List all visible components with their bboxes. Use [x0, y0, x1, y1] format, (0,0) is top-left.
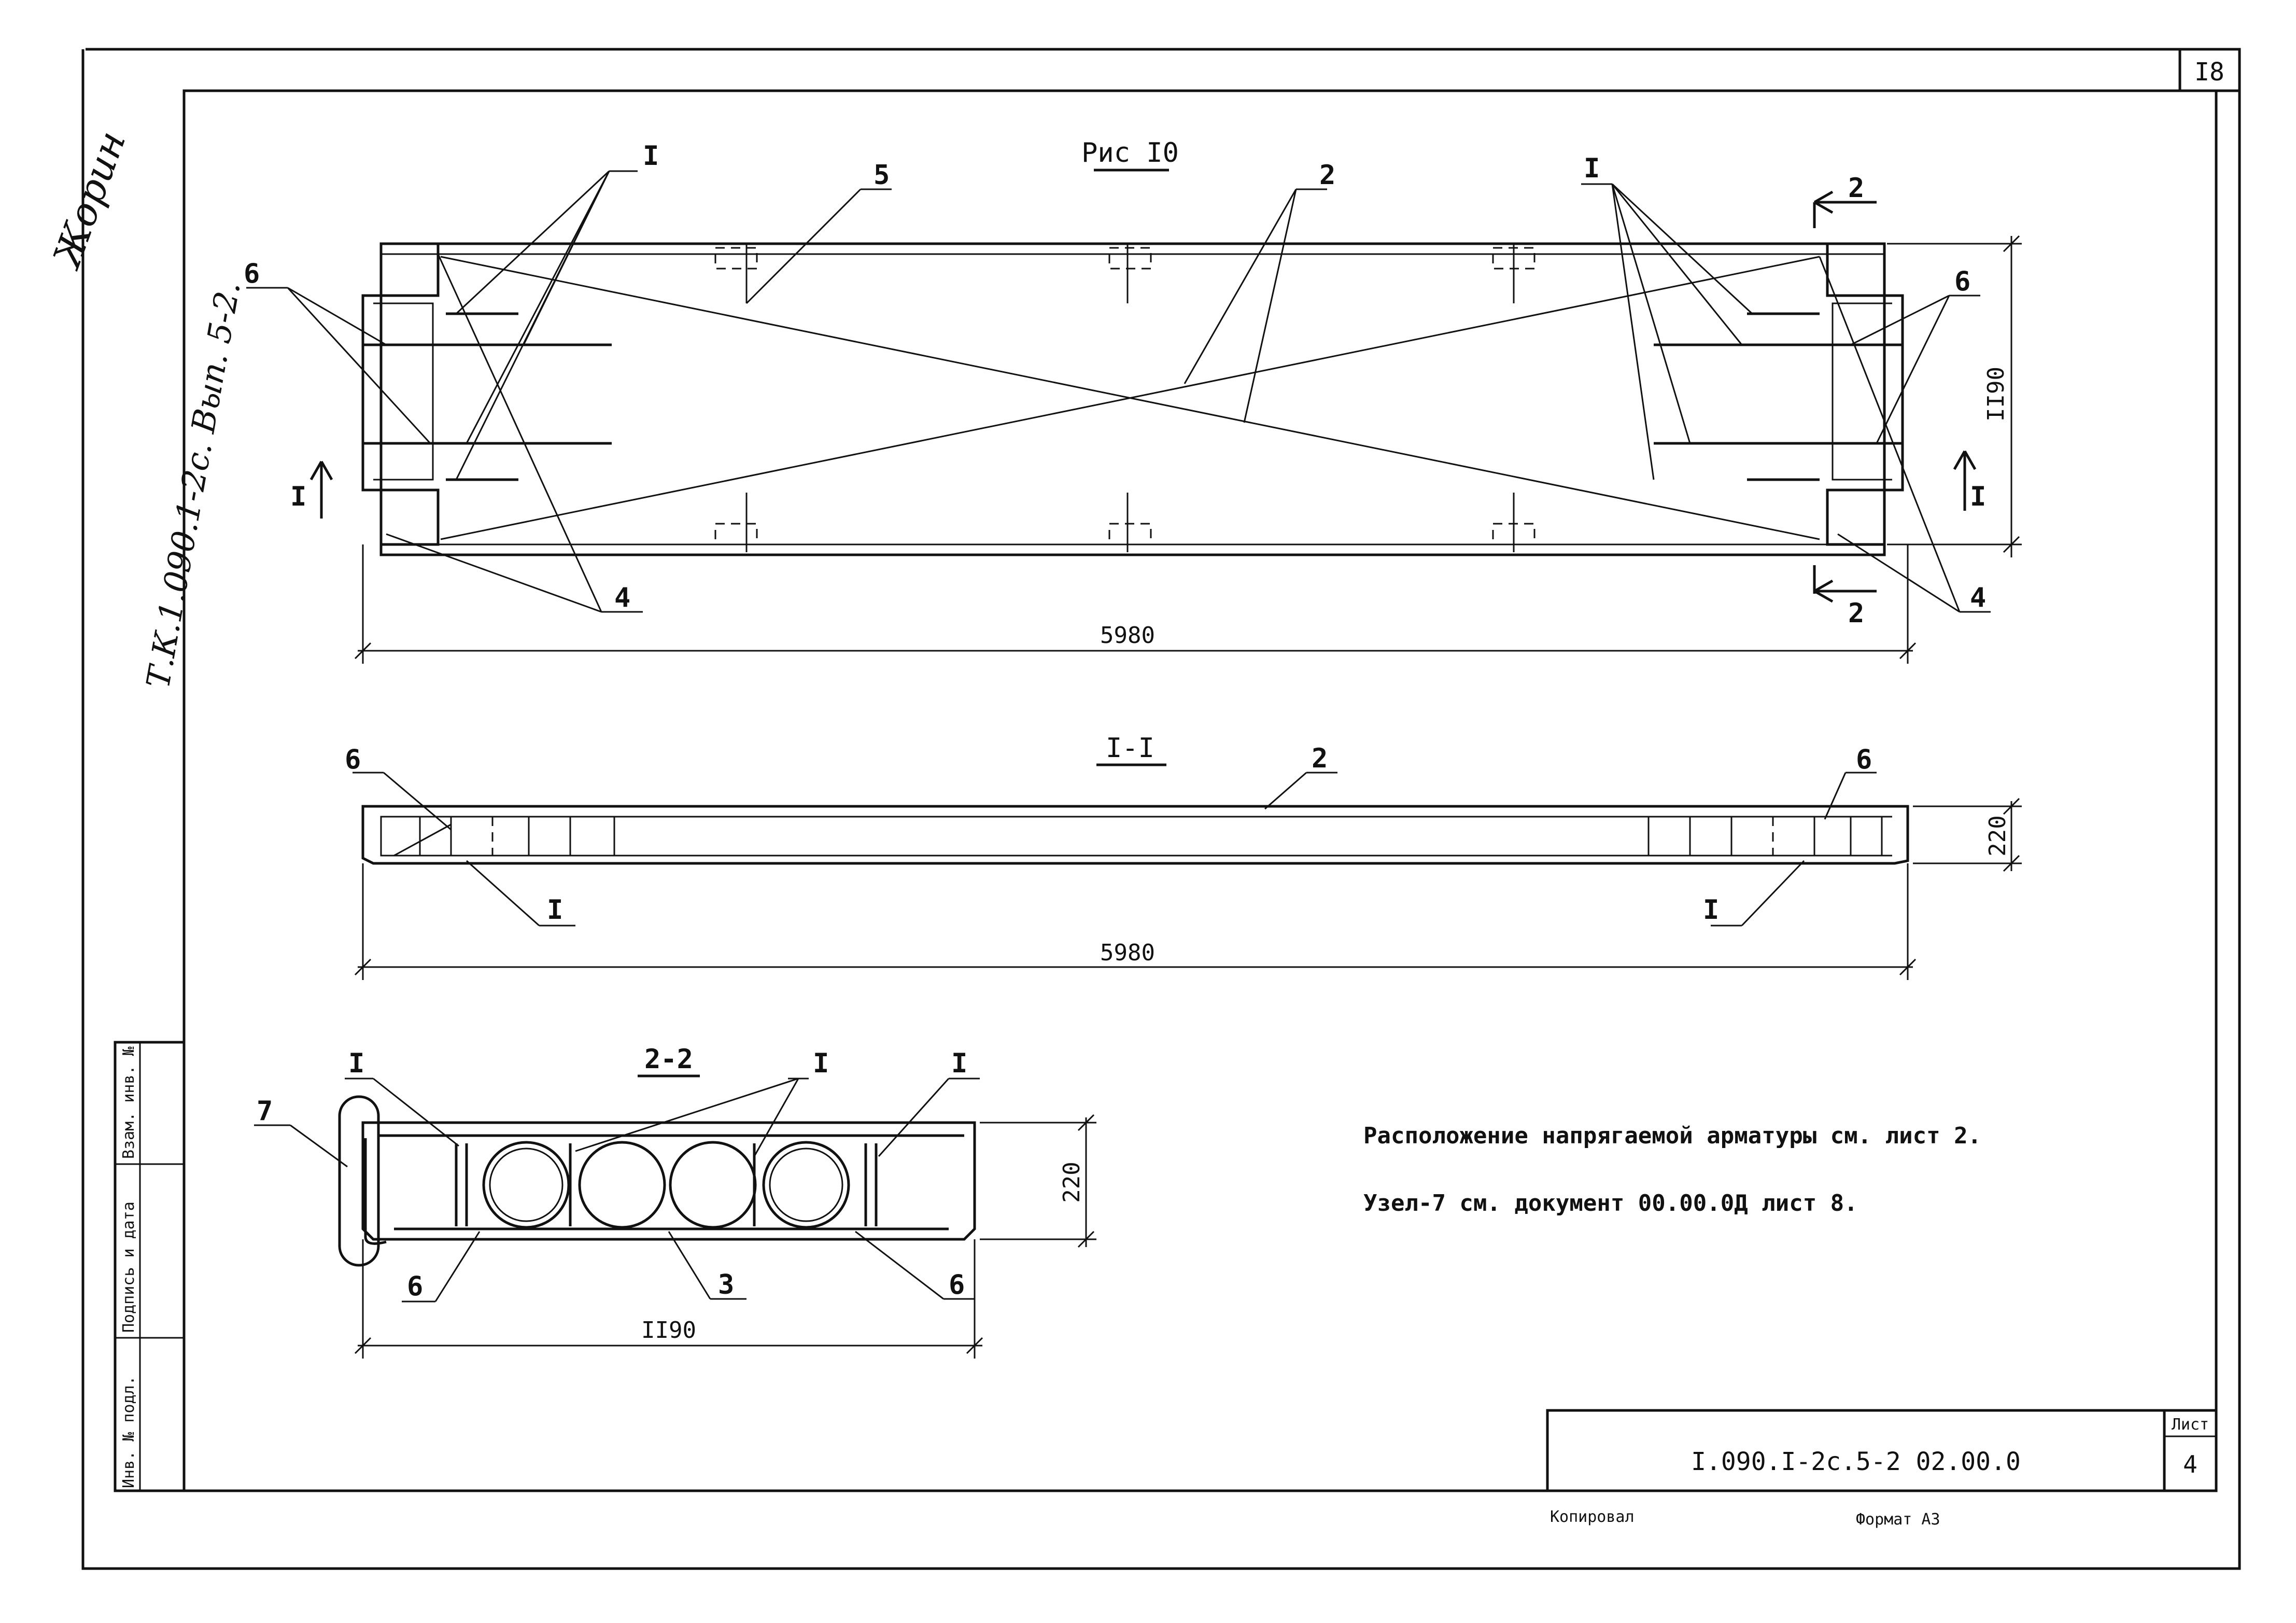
label-mesh-6-right: 6 — [1954, 266, 1970, 297]
label-loop-5: 5 — [874, 160, 890, 191]
sheet-number: 4 — [2183, 1450, 2198, 1478]
section-2-label-3: 3 — [718, 1269, 734, 1300]
label-rebar-I-left: I — [643, 141, 659, 172]
section-2-height-dimension: 220 — [1059, 1162, 1085, 1202]
sheet-label: Лист — [2172, 1416, 2209, 1434]
cut-label-2-bottom: 2 — [1848, 598, 1864, 629]
section-2-2: 2-2 7 I I I 6 3 6 II90 220 — [254, 1044, 1096, 1359]
label-bar-4-left: 4 — [614, 582, 630, 613]
title-block — [1546, 1409, 2218, 1492]
strip-replace-label: Взам. инв. № — [120, 1046, 138, 1159]
section-I-I: I-I 6 2 6 I I 5980 220 — [345, 733, 2022, 980]
plan-length-dimension: 5980 — [1100, 622, 1155, 649]
footer-copied: Копировал — [1550, 1508, 1635, 1526]
section-I-label-6-right: 6 — [1856, 744, 1872, 775]
section-2-title: 2-2 — [644, 1044, 693, 1075]
left-signature-strip: Инв. № подл. Подпись и дата Взам. инв. № — [114, 1041, 186, 1492]
section-2-label-I-c: I — [951, 1048, 967, 1079]
label-mesh-6-left: 6 — [244, 258, 260, 289]
handwritten-signature: Жорин — [44, 125, 134, 275]
section-I-label-I-right: I — [1703, 894, 1719, 926]
section-2-label-6-left: 6 — [407, 1271, 423, 1302]
note-node-7: Узел-7 см. документ 00.00.0Д лист 8. — [1363, 1190, 1858, 1216]
footer-format: Формат А3 — [1856, 1510, 1940, 1529]
section-2-width-dimension: II90 — [641, 1317, 696, 1344]
section-I-label-2: 2 — [1312, 743, 1328, 774]
section-I-height-dimension: 220 — [1984, 815, 2011, 856]
section-I-length-dimension: 5980 — [1100, 940, 1155, 966]
page-number: I8 — [2194, 58, 2224, 87]
label-tendon-2: 2 — [1319, 160, 1335, 191]
handwritten-series-note: Т.К.1.090.1-2с. Вып. 5-2. — [139, 278, 248, 691]
strip-inv-label: Инв. № подл. — [120, 1376, 138, 1488]
document-code: I.090.I-2с.5-2 02.00.0 — [1691, 1447, 2021, 1476]
section-2-label-I-a: I — [348, 1048, 364, 1079]
section-I-title: I-I — [1106, 733, 1154, 764]
plan-view: 5980 II90 Рис I0 — [244, 137, 2022, 664]
plan-width-dimension: II90 — [1983, 367, 2009, 422]
label-bar-4-right: 4 — [1970, 582, 1986, 613]
cut-label-I-left: I — [290, 481, 306, 512]
section-I-label-I-left: I — [547, 894, 563, 926]
cut-label-2-top: 2 — [1848, 173, 1864, 204]
label-rebar-I-right: I — [1584, 153, 1600, 184]
side-annotation: Жорин Т.К.1.090.1-2с. Вып. 5-2. — [44, 125, 247, 691]
strip-sign-label: Подпись и дата — [120, 1201, 138, 1333]
section-2-label-I-b: I — [813, 1048, 829, 1079]
plan-title: Рис I0 — [1081, 137, 1179, 169]
sheet-frame — [81, 48, 2241, 1570]
note-prestressed-reinforcement: Расположение напрягаемой арматуры см. ли… — [1363, 1123, 1981, 1149]
cut-label-I-right: I — [1970, 481, 1986, 512]
section-I-label-6-left: 6 — [345, 744, 361, 775]
section-2-label-6-right: 6 — [949, 1269, 965, 1300]
section-2-label-7: 7 — [257, 1096, 273, 1127]
